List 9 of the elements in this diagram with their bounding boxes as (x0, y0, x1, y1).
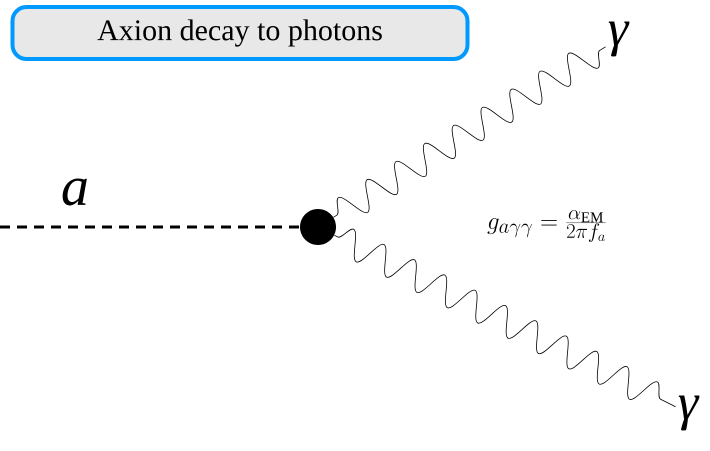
wavy-line (334, 228, 676, 408)
edge-label: a (62, 178, 87, 206)
wavy-line (333, 46, 606, 218)
dashed-line (0, 226, 300, 228)
vertex-dot (300, 209, 336, 245)
photon-label: γ (608, 22, 630, 56)
coupling-formula: $g_{a\gamma\gamma} = \frac{\alpha_{\mathrm{EM}}}{2\pi f_a}$ (487, 210, 606, 242)
title-box: Axion decay to photons (10, 5, 470, 61)
photon-label: γ (678, 396, 700, 430)
